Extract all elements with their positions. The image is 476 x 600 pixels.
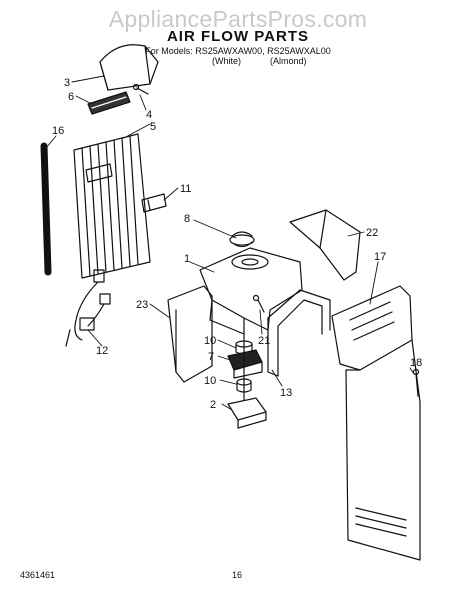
callout-13: 13	[280, 387, 292, 399]
variant-white-label: (White)	[212, 56, 241, 66]
callout-2: 2	[210, 399, 216, 411]
callout-16: 16	[52, 125, 64, 137]
variant-almond-label: (Almond)	[270, 56, 307, 66]
document-number: 4361461	[20, 570, 56, 580]
callout-6: 6	[68, 91, 74, 103]
callout-10-upper: 10	[204, 335, 216, 347]
callout-11: 11	[180, 183, 191, 195]
leader-lines	[45, 75, 415, 411]
callout-12: 12	[96, 345, 108, 357]
callout-21: 21	[258, 335, 270, 347]
part-8-fan-blade	[229, 231, 255, 248]
part-7-motor	[227, 333, 263, 401]
diagram-title: AIR FLOW PARTS	[166, 28, 310, 45]
callout-18: 18	[410, 357, 422, 369]
part-2-bracket	[227, 397, 267, 429]
callout-10-lower: 10	[204, 375, 216, 387]
callout-4: 4	[146, 109, 152, 121]
part-6-bar	[87, 91, 131, 115]
callout-8: 8	[184, 213, 190, 225]
part-10-grommet-lower	[236, 378, 252, 393]
callout-5: 5	[150, 121, 156, 133]
watermark: AppliancePartsPros.com	[108, 6, 368, 32]
part-5-evaporator	[73, 133, 151, 279]
part-13-channel	[267, 289, 331, 377]
part-18-screw	[412, 368, 420, 397]
part-16-tube	[40, 142, 52, 276]
part-11-bracket	[141, 193, 167, 213]
page-number: 16	[232, 570, 243, 580]
part-23-side-panel	[167, 285, 213, 383]
callout-23: 23	[136, 299, 148, 311]
part-12-harness	[65, 269, 111, 347]
callout-22: 22	[366, 227, 378, 239]
callout-1: 1	[184, 253, 190, 265]
part-21-screw	[252, 294, 265, 313]
part-4-screw	[132, 83, 149, 95]
callout-3: 3	[64, 77, 70, 89]
callout-7: 7	[208, 351, 214, 363]
models-line: For Models: RS25AWXAW00, RS25AWXAL00	[145, 46, 331, 56]
part-17-rear-panel	[331, 285, 421, 561]
callout-labels: 3 6 4 5 16 11 8 1 22 17 23 12 21 10 7 10…	[52, 77, 422, 411]
part-3-cover	[99, 44, 159, 91]
callout-17: 17	[374, 251, 386, 263]
part-22-duct	[289, 209, 361, 281]
part-1-fan-housing	[199, 247, 303, 335]
